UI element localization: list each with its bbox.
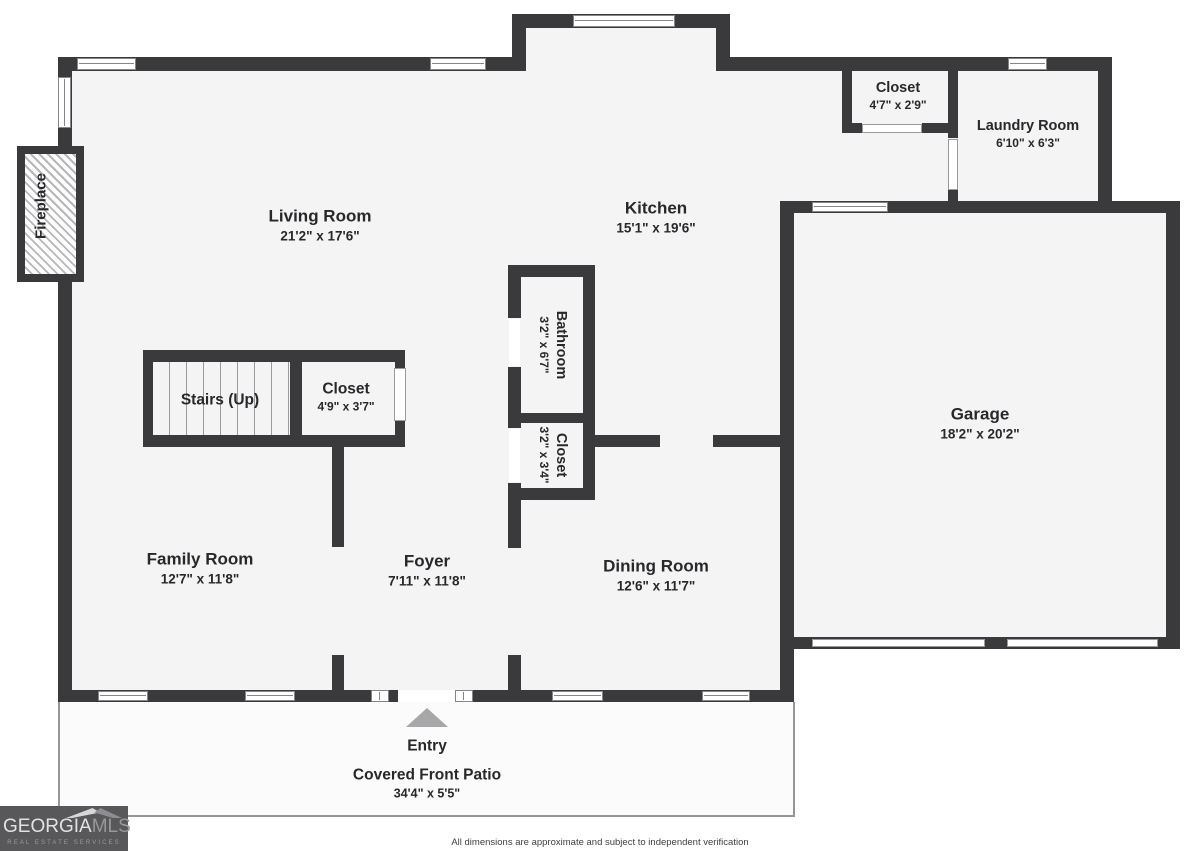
logo-wordmark: GEORGIAMLS: [3, 816, 131, 837]
closet-door-opening: [509, 429, 520, 482]
room-label-living-room: Living Room 21'2" x 17'6": [268, 206, 372, 244]
floor-garage: [793, 201, 1180, 649]
room-label-foyer: Foyer 7'11" x 11'8": [388, 551, 466, 589]
bathroom-door-opening: [509, 319, 520, 366]
window: [573, 15, 675, 27]
window: [245, 691, 295, 701]
window: [1008, 58, 1047, 70]
wall-segment: [395, 350, 405, 370]
wall-segment: [508, 488, 595, 500]
wall-segment: [332, 447, 344, 547]
disclaimer-text: All dimensions are approximate and subje…: [451, 837, 749, 848]
entry-label: Entry: [407, 737, 447, 755]
wall-segment: [780, 201, 794, 702]
entry-door-opening: [398, 690, 455, 702]
room-label-laundry-room: Laundry Room 6'10" x 6'3": [976, 118, 1080, 151]
room-label-bathroom: Bathroom 3'2" x 6'7": [536, 310, 569, 380]
wall-segment: [1166, 201, 1180, 649]
wall-segment: [716, 57, 1112, 71]
window: [430, 58, 486, 70]
wall-segment: [583, 265, 595, 500]
wall-segment: [58, 57, 512, 71]
roof-icon: [66, 808, 100, 818]
wall-segment: [143, 350, 405, 362]
room-label-stair-closet: Closet 4'9" x 3'7": [317, 380, 375, 414]
room-label-family-room: Family Room 12'7" x 11'8": [146, 549, 254, 587]
closet-door-opening: [862, 124, 922, 133]
wall-segment: [508, 265, 595, 277]
window: [58, 77, 71, 128]
entry-sidelight-window: [371, 690, 389, 702]
garage-door-opening: [812, 639, 985, 647]
closet-door-opening: [394, 368, 406, 421]
room-label-hall-closet: Closet 3'2" x 3'4": [536, 426, 569, 484]
window: [702, 691, 750, 701]
window: [77, 58, 136, 70]
roof-icon: [94, 808, 122, 818]
wall-segment: [716, 14, 730, 71]
wall-segment: [332, 655, 344, 694]
wall-segment: [512, 14, 526, 71]
wall-segment: [1098, 57, 1112, 213]
garage-door-opening: [1007, 639, 1158, 647]
wall-segment: [508, 413, 595, 423]
wall-segment: [948, 71, 958, 138]
wall-segment: [143, 350, 153, 447]
room-label-dining-room: Dining Room 12'6" x 11'7": [603, 556, 709, 594]
wall-segment: [143, 435, 405, 447]
logo-tagline: REAL ESTATE SERVICES: [7, 840, 121, 846]
wall-segment: [508, 367, 521, 428]
stair-treads: [153, 362, 290, 435]
room-label-fireplace: Fireplace: [32, 173, 50, 239]
entry-sidelight-window: [455, 690, 473, 702]
room-label-garage: Garage 18'2" x 20'2": [940, 404, 1020, 442]
wall-segment: [395, 420, 405, 447]
wall-segment: [290, 350, 302, 447]
room-label-kitchen: Kitchen 15'1" x 19'6": [616, 198, 696, 236]
window: [812, 202, 888, 212]
georgia-mls-logo: GEORGIAMLS REAL ESTATE SERVICES: [0, 806, 131, 851]
wall-segment: [713, 435, 780, 447]
fireplace-hatch: [17, 146, 84, 282]
wall-segment: [842, 123, 862, 133]
room-label-stairs: Stairs (Up): [180, 391, 260, 409]
entry-arrow-icon: [406, 708, 448, 727]
room-label-closet-upper: Closet 4'7" x 2'9": [869, 80, 927, 113]
wall-segment: [922, 123, 955, 133]
laundry-door-opening: [948, 139, 958, 190]
wall-segment: [595, 435, 660, 447]
window: [98, 691, 148, 701]
wall-segment: [508, 655, 521, 694]
wall-segment: [508, 265, 521, 318]
patio-label: Covered Front Patio 34'4" x 5'5": [352, 766, 502, 801]
wall-segment: [948, 190, 958, 205]
window: [552, 691, 603, 701]
wall-segment: [842, 71, 852, 133]
